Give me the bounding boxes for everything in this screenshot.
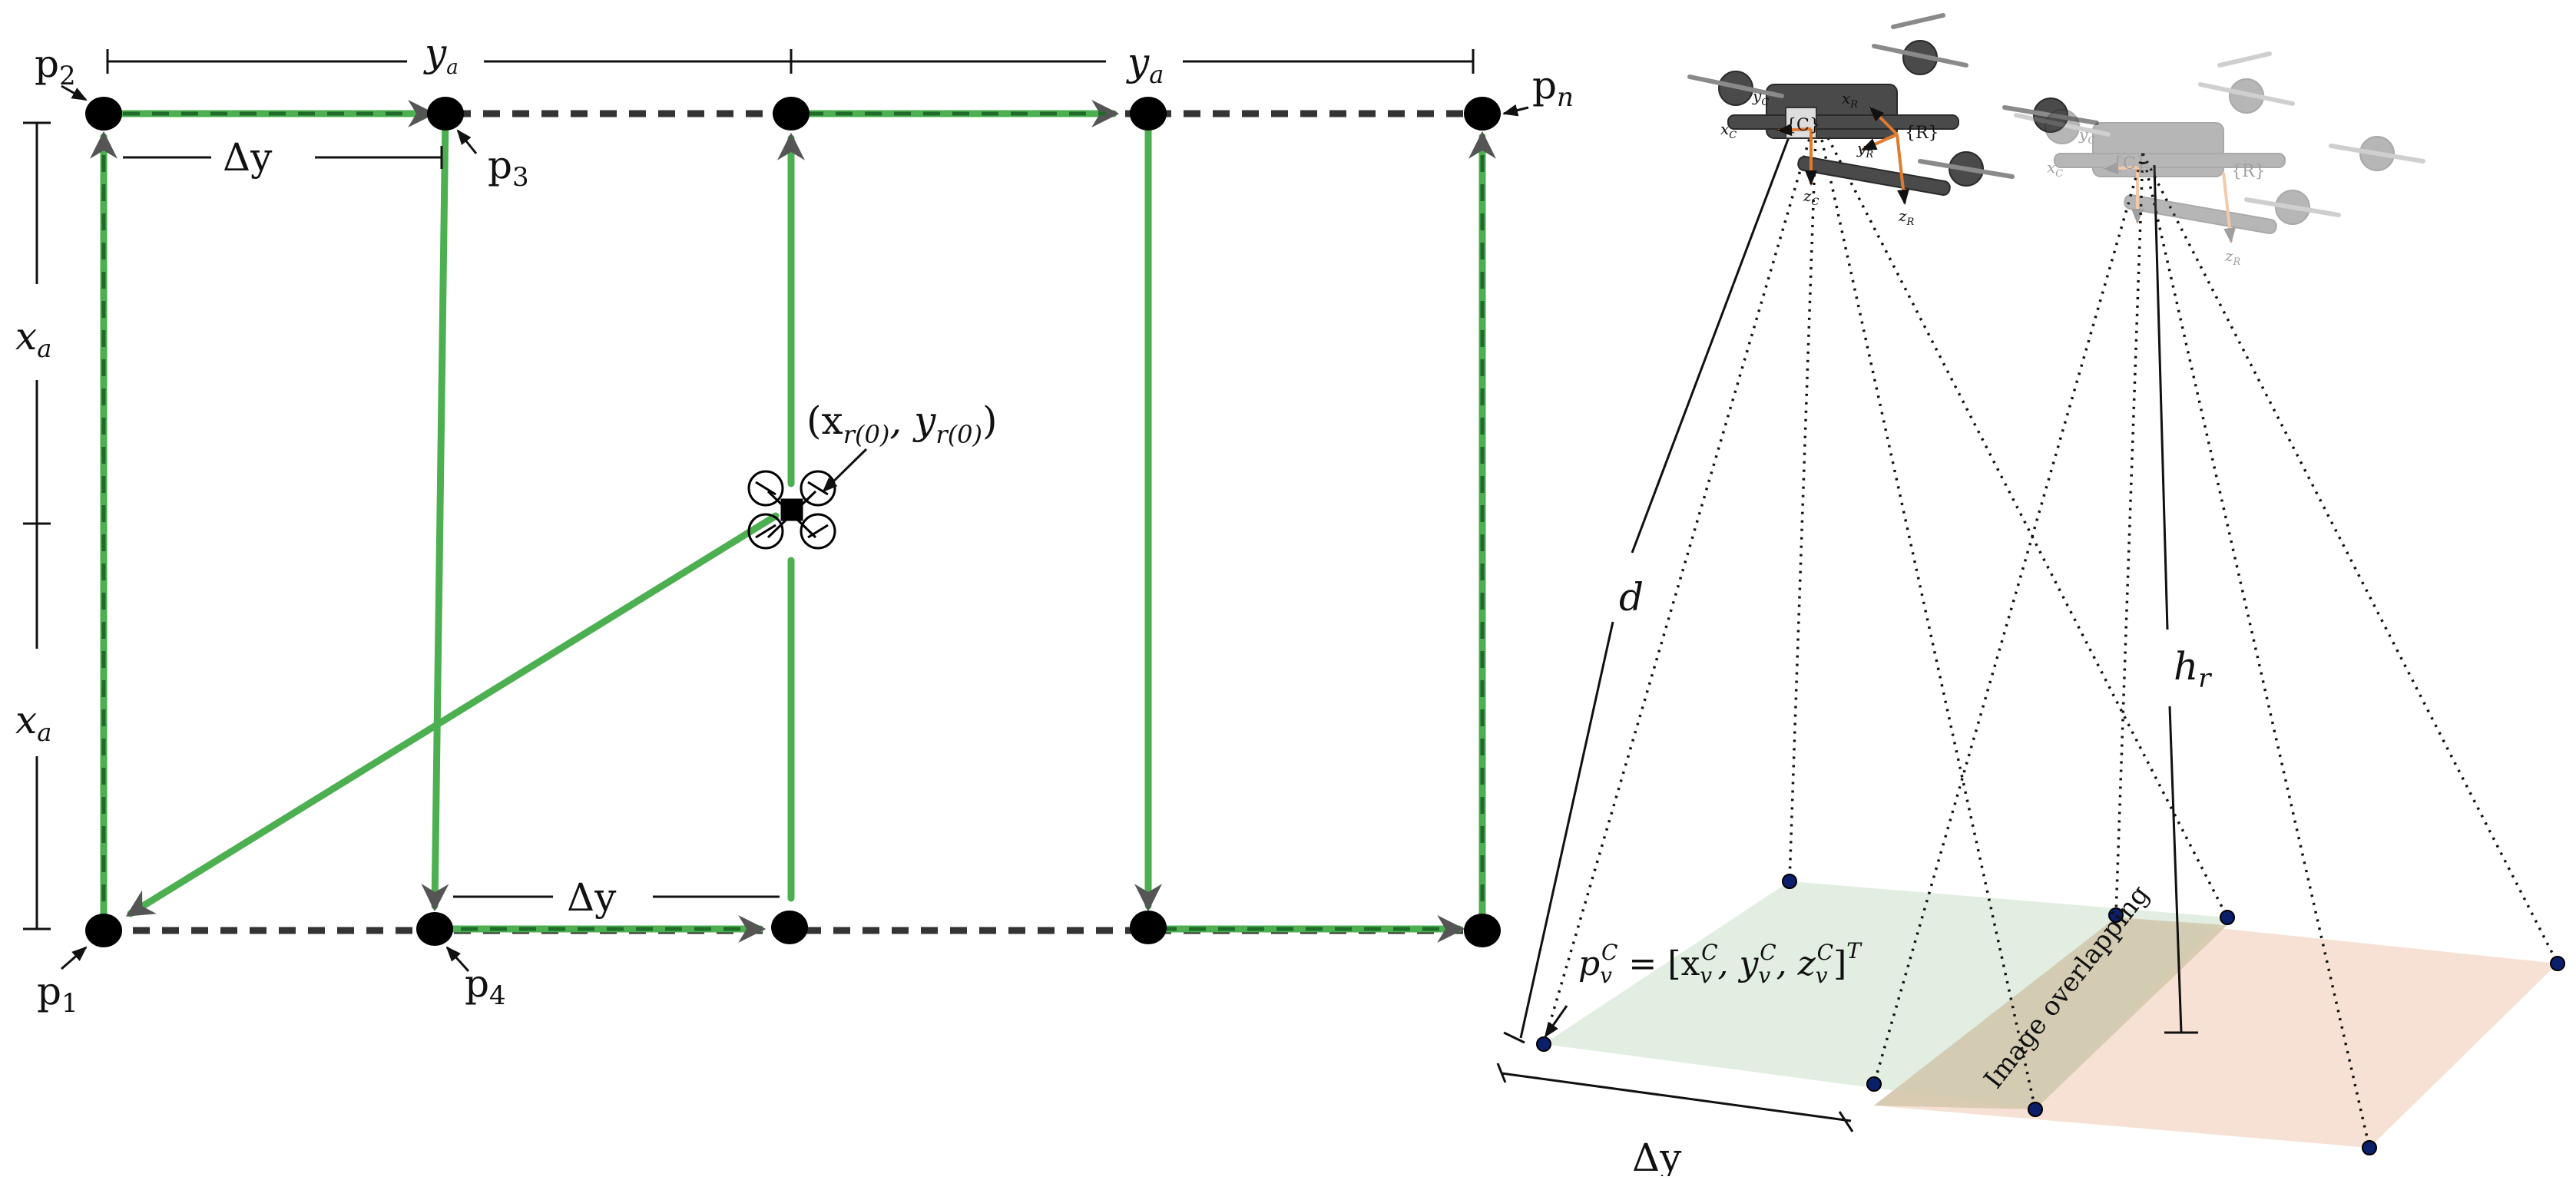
dark-dash-overlay (101, 111, 1485, 931)
footprint-corners (1536, 874, 2565, 1155)
axis-xc-label: xC (1720, 120, 1737, 141)
axis-xc-label-2: xC (2047, 158, 2063, 180)
label-xa-upper: xa (15, 314, 51, 363)
label-dy-top: Δy (223, 135, 273, 180)
frame-r-label-2: {R} (2231, 162, 2266, 181)
label-ya-right: ya (1126, 40, 1164, 89)
label-p2: p2 (35, 41, 76, 91)
left-panel: ya ya xa xa Δy Δy (xr(0), yr(0)) p2 p3 p… (15, 31, 1574, 1019)
right-panel: {C} {R} xC yC zC xR yR zR (1496, 13, 2565, 1180)
axis-xr-label: xR (1842, 89, 1858, 111)
waypoint-last (1464, 914, 1501, 947)
label-xa-lower: xa (15, 698, 51, 747)
projection-lines (1542, 114, 2559, 1149)
label-d: d (1619, 575, 1644, 620)
overlap-region (1874, 917, 2227, 1109)
label-pn: pn (1532, 63, 1574, 113)
axis-zr-label-2: zR (2224, 246, 2241, 268)
frame-c-label: {C} (1786, 116, 1820, 135)
path-start-to-p1 (125, 512, 780, 917)
measure-lines (1496, 118, 2198, 1132)
waypoint-p3 (427, 97, 464, 131)
axis-yc-label: yC (1752, 87, 1769, 108)
label-ya-left: ya (423, 31, 459, 79)
left-labels: ya ya xa xa Δy Δy (xr(0), yr(0)) p2 p3 p… (15, 31, 1574, 1019)
axis-yc-label-2: yC (2078, 125, 2095, 147)
drone-2-illustration: {C} {R} xC yC zR (2014, 51, 2425, 268)
label-pv: pvC = [xvC, yvC, zvC]T (1578, 938, 1862, 988)
waypoint-top-mid (773, 97, 810, 131)
label-start-point: (xr(0), yr(0)) (806, 398, 998, 449)
flight-path (90, 100, 1496, 943)
drone-icon (747, 470, 836, 550)
axis-yr-label: yR (1856, 139, 1873, 160)
label-hr: hr (2174, 644, 2212, 694)
waypoint-p2 (85, 97, 122, 131)
waypoint-bottom-mid (771, 911, 808, 944)
waypoint-top-right (1130, 97, 1167, 131)
path-p3-to-p4 (421, 110, 449, 912)
waypoint-p1 (85, 914, 122, 947)
frame-r-label: {R} (1905, 124, 1939, 143)
label-pointers (61, 84, 1529, 973)
drone-1-illustration: {C} {R} xC yC zC xR yR zR (1687, 13, 2099, 228)
label-p1: p1 (37, 969, 78, 1019)
waypoints (85, 97, 1501, 947)
frame-c-label-2: {C} (2112, 154, 2147, 174)
label-p3: p3 (488, 143, 529, 193)
waypoint-p4 (416, 912, 453, 946)
waypoint-pn (1464, 97, 1501, 131)
waypoint-bottom-right (1130, 911, 1167, 944)
axis-zr-label: zR (1898, 207, 1915, 228)
dimension-lines (23, 49, 1475, 930)
label-dy-bottom: Δy (567, 875, 617, 920)
label-p4: p4 (465, 961, 506, 1011)
axis-zc-label: zC (1803, 187, 1819, 208)
label-dy-right: Δy (1632, 1135, 1682, 1176)
